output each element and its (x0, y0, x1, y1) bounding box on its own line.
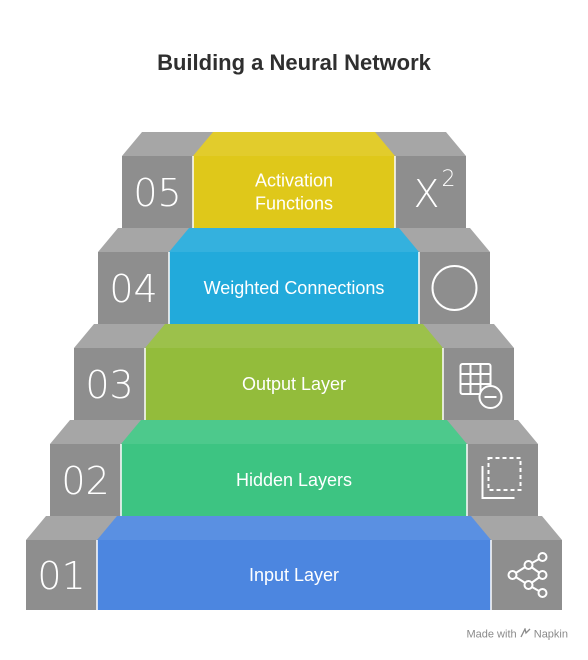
footer-made-with: Made with (466, 628, 517, 641)
step-front-face (97, 540, 491, 610)
step-top-highlight (169, 228, 419, 252)
step-label: Input Layer (249, 565, 339, 585)
step-front-face (193, 156, 395, 228)
step-label: Hidden Layers (236, 470, 352, 490)
step-left-face (26, 540, 97, 610)
step-top-highlight (193, 132, 395, 156)
step-left-face (50, 444, 121, 516)
step-label: Weighted Connections (204, 278, 385, 298)
footer-brand: Napkin (533, 628, 568, 641)
svg-text:X: X (413, 172, 439, 216)
step-number: 03 (85, 363, 133, 407)
step-right-face (395, 156, 466, 228)
footer-credit: Made with Napkin (466, 627, 568, 641)
svg-text:2: 2 (442, 167, 456, 192)
step-number: 04 (109, 267, 157, 311)
step-label: Output Layer (242, 374, 346, 394)
step-01: 01 Input Layer (26, 516, 562, 610)
step-top-highlight (145, 324, 443, 348)
step-right-face (467, 444, 538, 516)
step-04: 04 Weighted Connections (98, 228, 490, 324)
grid-minus-icon (459, 363, 503, 409)
step-number: 01 (37, 554, 85, 598)
step-left-face (74, 348, 145, 420)
step-front-face (121, 444, 467, 516)
napkin-logo-icon (520, 627, 534, 641)
step-top-highlight (121, 420, 467, 444)
dashed-square-icon (481, 457, 522, 499)
step-front-face (169, 252, 419, 324)
step-front-face (145, 348, 443, 420)
circle-icon (431, 265, 478, 311)
page-title: Building a Neural Network (157, 50, 431, 75)
step-03: 03 Output Layer (74, 324, 514, 420)
step-number: 05 (133, 171, 181, 215)
step-right-face (491, 540, 562, 610)
step-02: 02 Hidden Layers (50, 420, 538, 516)
step-left-face (98, 252, 169, 324)
share-network-icon (507, 552, 548, 598)
step-number: 02 (61, 459, 109, 503)
step-right-face (419, 252, 490, 324)
step-left-face (122, 156, 193, 228)
step-top-highlight (97, 516, 491, 540)
